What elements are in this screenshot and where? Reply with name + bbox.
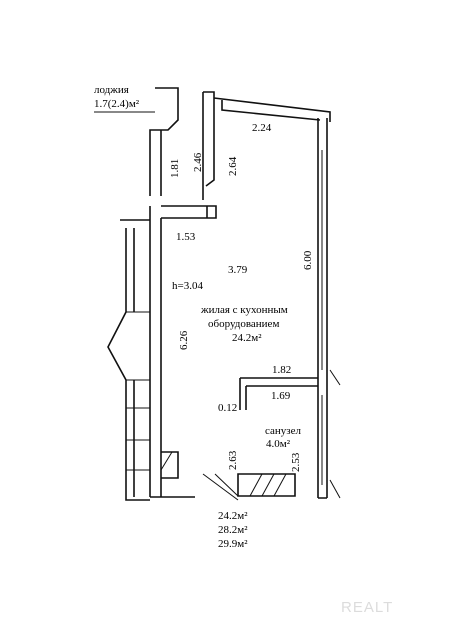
- wall-tick: [329, 369, 341, 386]
- fixture-hatch: [261, 473, 275, 497]
- bathroom-wall: [239, 377, 318, 410]
- watermark: REALT: [341, 599, 393, 616]
- bathroom-area: 4.0м²: [266, 438, 291, 450]
- dimension-labels: 1.81 2.46 2.64 2.24 1.53 3.79 6.00 6.26 …: [169, 122, 314, 472]
- area-totals: 24.2м² 28.2м² 29.9м²: [218, 510, 248, 550]
- living-room-name: оборудованием: [208, 318, 279, 330]
- loggia-wall: [149, 87, 179, 196]
- dim-label: 1.82: [272, 364, 291, 376]
- dim-label: 2.24: [252, 122, 272, 134]
- left-bay: [107, 228, 150, 501]
- fixture-hatch: [249, 473, 263, 497]
- total-line: 24.2м²: [218, 510, 248, 522]
- door-line: [214, 473, 239, 497]
- loggia-area: 1.7(2.4)м²: [94, 98, 140, 110]
- right-wall: [317, 118, 328, 499]
- walls: [107, 87, 341, 501]
- dim-label: 1.81: [169, 159, 181, 178]
- inner-stub-wall: [120, 205, 217, 228]
- dim-label: 2.53: [290, 452, 302, 472]
- loggia-name: лоджия: [94, 84, 129, 96]
- dim-label: 2.64: [227, 156, 239, 176]
- top-wall: [202, 91, 331, 200]
- dim-label: 6.26: [178, 330, 190, 350]
- door-line: [202, 473, 239, 501]
- dim-label: 1.69: [271, 390, 291, 402]
- bathroom-fixture: [237, 473, 296, 497]
- dim-label: 6.00: [302, 250, 314, 270]
- bathroom-name: санузел: [265, 425, 302, 437]
- total-line: 28.2м²: [218, 524, 248, 536]
- left-fixture: [161, 451, 179, 479]
- living-room-name: жилая с кухонным: [200, 304, 288, 316]
- dim-label: 2.46: [192, 152, 204, 172]
- fixture-hatch: [273, 473, 287, 497]
- dim-label: 1.53: [176, 231, 196, 243]
- dim-label: 3.79: [228, 264, 248, 276]
- left-wall: [149, 228, 195, 498]
- room-labels: лоджия 1.7(2.4)м² жилая с кухонным обору…: [94, 84, 302, 450]
- dim-label: 2.63: [227, 450, 239, 470]
- living-room-area: 24.2м²: [232, 332, 262, 344]
- fixture-hatch: [160, 451, 173, 471]
- wall-tick: [329, 479, 341, 499]
- dim-label: 0.12: [218, 402, 237, 414]
- total-line: 29.9м²: [218, 538, 248, 550]
- ceiling-height: h=3.04: [172, 280, 203, 292]
